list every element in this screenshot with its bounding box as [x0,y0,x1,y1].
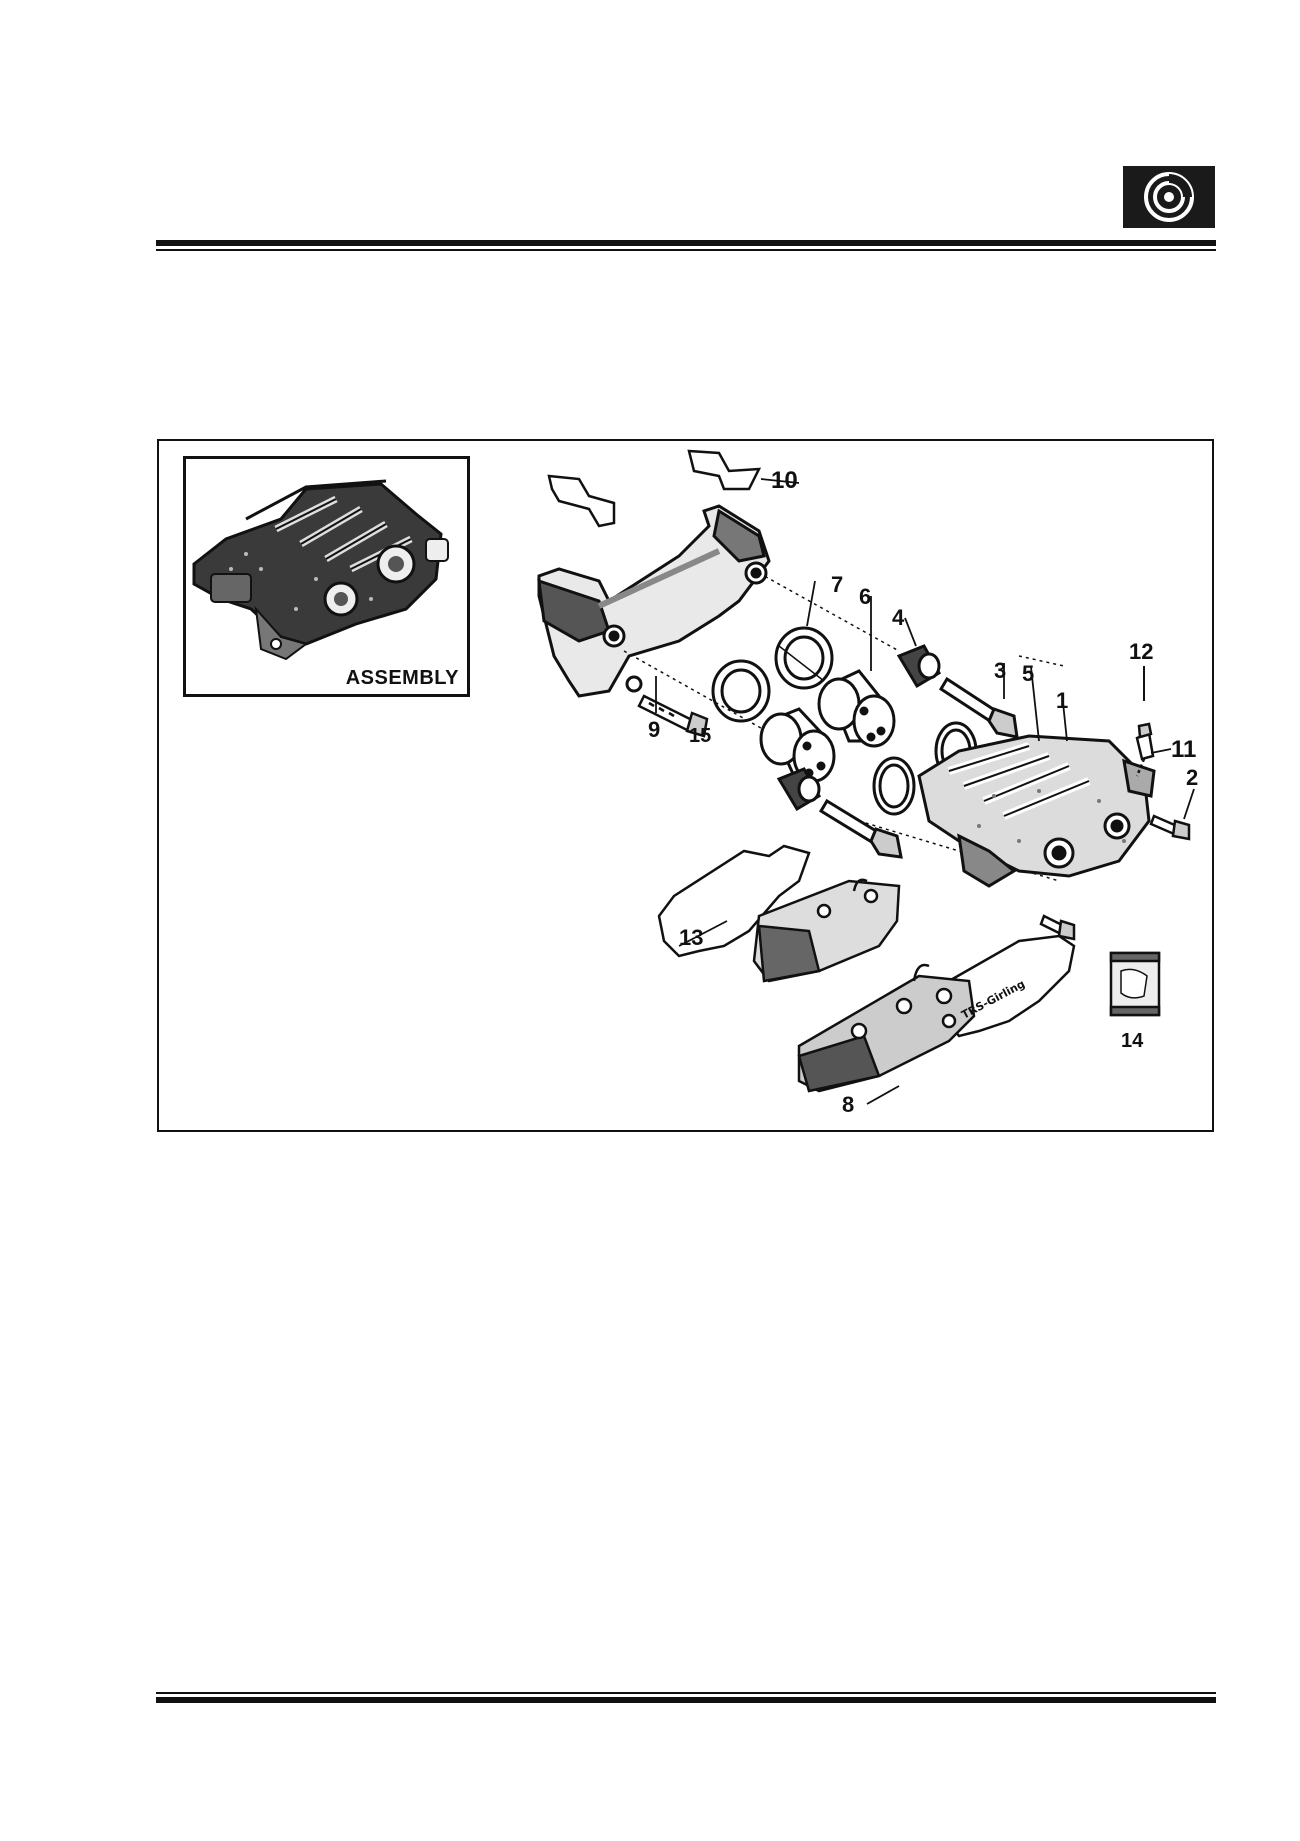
alignment-lines [623,572,1065,882]
callout-12: 12 [1129,639,1154,664]
assembly-label: ASSEMBLY [345,667,459,689]
assembly-inset: ASSEMBLY [183,456,470,697]
leader-lines [655,478,1195,1105]
header-rule-thin [156,249,1216,251]
anti-rattle-spring-top-right [687,449,762,491]
callout-3: 3 [994,658,1007,683]
guide-pin-boot-lower [776,767,822,812]
footer-rule-thick [156,1697,1216,1703]
bleed-screw [1135,722,1155,777]
dust-seal-lower [872,756,916,816]
callout-5: 5 [1022,661,1035,686]
caliper-carrier-bracket [537,504,771,698]
callout-1: 1 [1056,688,1069,713]
brake-pad-lower [797,963,976,1093]
guide-pin-lower [818,798,903,859]
callout-14: 14 [1121,1030,1144,1052]
caliper-piston-upper [817,669,896,748]
callout-6: 6 [859,584,872,609]
housing-bolt-lower [1039,914,1076,941]
callout-15: 15 [689,725,712,747]
anti-rattle-spring-top-left [547,474,616,528]
callout-2: 2 [1186,765,1199,790]
piston-seal-ring-upper [774,626,834,690]
carrier-bolt [637,694,709,738]
piston-seal-ring-lower [711,659,771,723]
callout-4: 4 [892,605,905,630]
callout-9: 9 [648,717,661,742]
grease-sachet [1109,951,1161,1017]
callout-7: 7 [831,572,844,597]
housing-bolt-right [1149,814,1191,841]
guide-pin-upper [938,676,1019,739]
guide-pin-boot-upper [896,644,942,689]
brake-pad-upper [752,878,901,983]
caliper-housing [917,734,1156,888]
caliper-assembly-drawing [192,479,449,661]
callout-8: 8 [842,1092,855,1117]
footer-rule-thin [156,1692,1216,1694]
callout-10: 10 [771,467,798,494]
callout-11: 11 [1171,736,1197,763]
exploded-view-figure: ASSEMBLY [157,439,1214,1132]
brake-disc-icon [1123,166,1215,228]
exploded-diagram: TRS-Girling [537,449,1195,1105]
callout-13: 13 [679,925,704,950]
header-rule-thick [156,240,1216,246]
